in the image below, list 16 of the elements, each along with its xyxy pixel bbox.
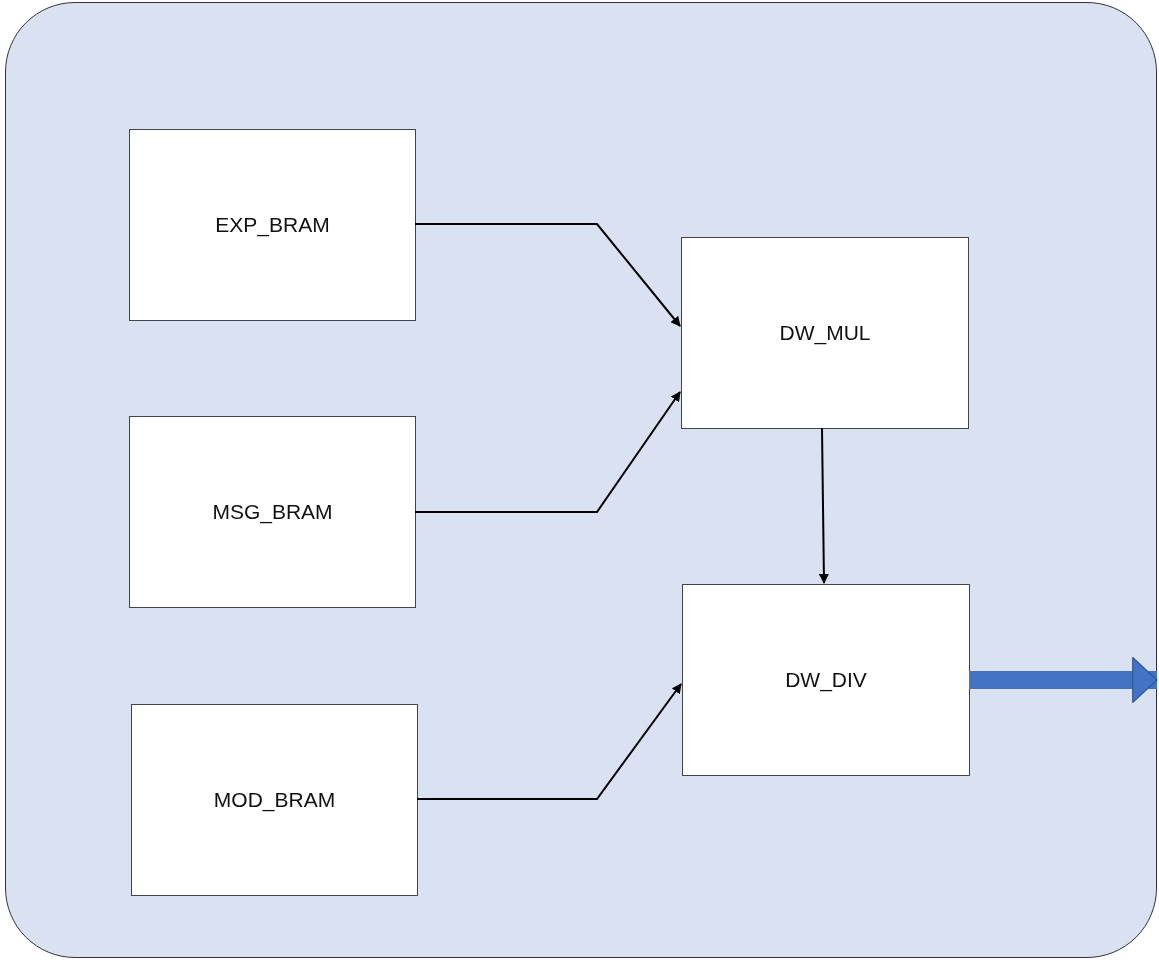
arrow bbox=[416, 683, 682, 800]
arrow bbox=[414, 223, 681, 327]
block-box bbox=[682, 584, 970, 776]
arrow bbox=[969, 656, 1158, 704]
block-label: MSG_BRAM bbox=[212, 499, 333, 526]
block-label: EXP_BRAM bbox=[215, 212, 330, 239]
block-box bbox=[129, 416, 416, 608]
block-box bbox=[129, 129, 416, 321]
container-box bbox=[5, 2, 1157, 958]
block-label: DW_MUL bbox=[779, 320, 871, 347]
block-label: DW_DIV bbox=[785, 667, 867, 694]
arrow bbox=[414, 391, 681, 513]
block-label: MOD_BRAM bbox=[213, 787, 336, 814]
arrow bbox=[818, 427, 829, 584]
block-box bbox=[681, 237, 969, 429]
block-box bbox=[131, 704, 418, 896]
